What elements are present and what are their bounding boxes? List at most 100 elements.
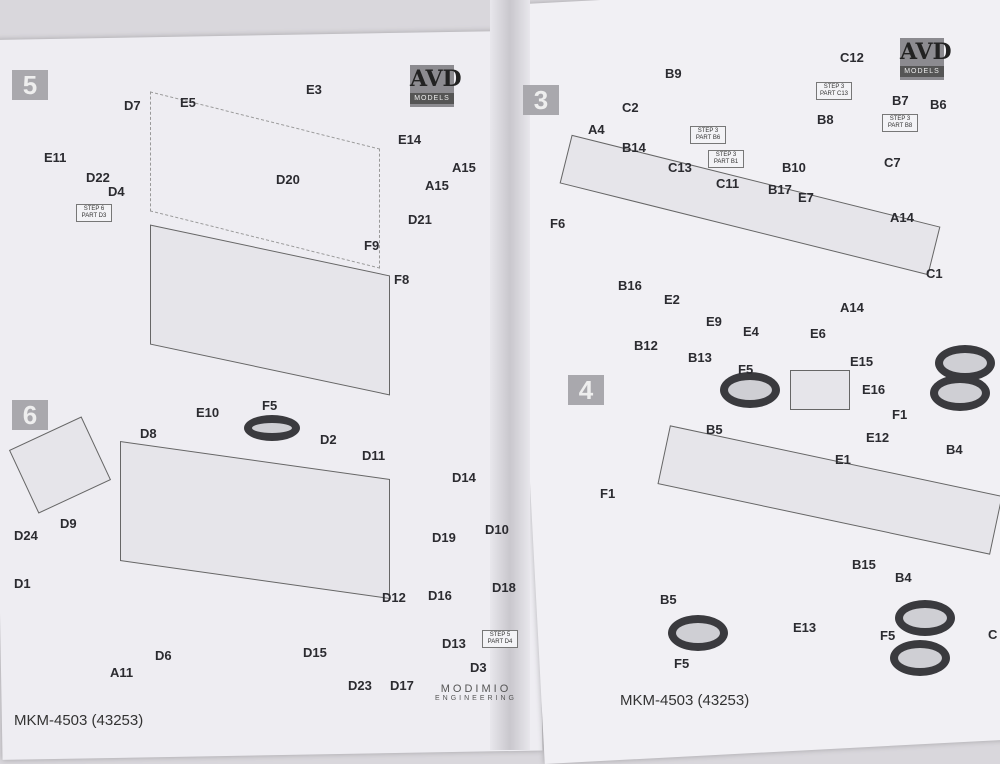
part-label: F1 [892, 407, 908, 422]
tire [668, 615, 728, 651]
tire-f5 [244, 415, 300, 441]
part-label: B10 [782, 160, 806, 175]
part-label: D6 [155, 648, 172, 663]
part-label: F9 [364, 238, 380, 253]
part-label: D21 [408, 212, 432, 227]
part-label: E14 [398, 132, 422, 147]
part-label: B12 [634, 338, 658, 353]
part-label: B16 [618, 278, 642, 293]
part-label: F6 [550, 216, 566, 231]
part-label: F8 [394, 272, 410, 287]
part-label: D2 [320, 432, 337, 447]
part-label: A4 [588, 122, 605, 137]
part-label: A15 [425, 178, 449, 193]
part-label: E5 [180, 95, 196, 110]
part-label: E4 [743, 324, 759, 339]
step-6-number: 6 [12, 400, 48, 430]
part-label: B5 [660, 592, 677, 607]
part-label: D9 [60, 516, 77, 531]
step-note: STEP 3 PART B1 [708, 150, 744, 168]
part-label: F5 [674, 656, 690, 671]
step-note: STEP 3 PART B8 [882, 114, 918, 132]
part-label: D8 [140, 426, 157, 441]
brand-name: MODIMIO [440, 683, 512, 695]
part-label: C1 [926, 266, 943, 281]
tire [930, 375, 990, 411]
tire [890, 640, 950, 676]
part-label: A14 [890, 210, 914, 225]
part-label: E9 [706, 314, 722, 329]
part-label: B15 [852, 557, 876, 572]
book-gutter [490, 0, 530, 750]
part-label: E15 [850, 354, 874, 369]
part-label: A15 [452, 160, 476, 175]
part-label: E1 [835, 452, 851, 467]
part-label: E2 [664, 292, 680, 307]
part-label: C7 [884, 155, 901, 170]
step-note: STEP 3 PART C13 [816, 82, 852, 100]
part-label: D17 [390, 678, 414, 693]
part-label: B13 [688, 350, 712, 365]
tank-e16 [790, 370, 850, 410]
part-label: B17 [768, 182, 792, 197]
part-label: B9 [665, 66, 682, 81]
logo-subtext: MODELS [900, 66, 944, 77]
part-label: D4 [108, 184, 125, 199]
model-footer: MKM-4503 (43253) [14, 712, 144, 729]
part-label: D22 [86, 170, 110, 185]
part-label: D10 [485, 522, 509, 537]
part-label: E7 [798, 190, 814, 205]
part-label: D15 [303, 645, 327, 660]
part-label: C [988, 627, 998, 642]
part-label: D1 [14, 576, 31, 591]
part-label: B8 [817, 112, 834, 127]
logo-text: AVD [900, 39, 952, 65]
part-label: E3 [306, 82, 322, 97]
part-label: D19 [432, 530, 456, 545]
part-label: E6 [810, 326, 826, 341]
part-label: E16 [862, 382, 886, 397]
part-label: D23 [348, 678, 372, 693]
part-label: C2 [622, 100, 639, 115]
step-note: STEP 3 PART B6 [690, 126, 726, 144]
step-note: STEP 6 PART D3 [76, 204, 112, 222]
logo-subtext: MODELS [410, 93, 454, 104]
part-label: D12 [382, 590, 406, 605]
part-label: B4 [895, 570, 912, 585]
part-label: D13 [442, 636, 466, 651]
part-label: F5 [738, 362, 754, 377]
part-label: C11 [716, 176, 740, 191]
part-label: D16 [428, 588, 452, 603]
tire [895, 600, 955, 636]
step-note: STEP 5 PART D4 [482, 630, 518, 648]
step-3-number: 3 [523, 85, 559, 115]
part-label: B4 [946, 442, 963, 457]
part-label: E13 [793, 620, 817, 635]
part-label: E12 [866, 430, 890, 445]
brand-subtitle: ENGINEERING [435, 695, 518, 702]
part-label: D24 [14, 528, 38, 543]
part-label: E11 [44, 150, 67, 165]
part-label: F1 [600, 486, 616, 501]
part-label: D3 [470, 660, 487, 675]
part-label: D7 [124, 98, 141, 113]
part-label: B14 [622, 140, 646, 155]
part-label: A14 [840, 300, 864, 315]
part-label: D11 [362, 448, 386, 463]
part-label: C13 [668, 160, 692, 175]
part-label: F5 [880, 628, 896, 643]
logo-text: AVD [410, 66, 462, 92]
step-4-number: 4 [568, 375, 604, 405]
part-label: D14 [452, 470, 476, 485]
part-label: B7 [892, 93, 909, 108]
step-5-number: 5 [12, 70, 48, 100]
part-label: E10 [196, 405, 220, 420]
part-label: A11 [110, 665, 134, 680]
model-footer: MKM-4503 (43253) [620, 692, 750, 709]
part-label: F5 [262, 398, 278, 413]
tire [720, 372, 780, 408]
part-label: D20 [276, 172, 300, 187]
